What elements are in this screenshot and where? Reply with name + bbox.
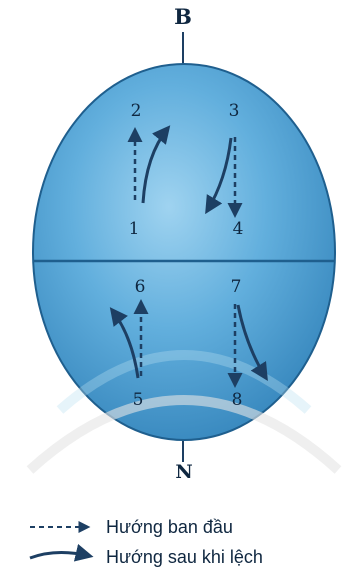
- pole-north-label: B: [174, 4, 192, 29]
- legend-initial-label: Hướng ban đầu: [106, 517, 233, 537]
- point-label-8: 8: [232, 390, 243, 410]
- legend-solid-arrow: [30, 552, 90, 558]
- pole-south-label: N: [175, 461, 192, 483]
- point-label-4: 4: [233, 219, 244, 239]
- point-label-7: 7: [231, 277, 242, 297]
- point-label-3: 3: [229, 101, 240, 121]
- point-label-2: 2: [131, 101, 142, 121]
- point-label-1: 1: [129, 219, 140, 239]
- legend-deflected-label: Hướng sau khi lệch: [106, 547, 263, 567]
- legend: Hướng ban đầu Hướng sau khi lệch: [30, 517, 263, 567]
- point-label-6: 6: [135, 277, 146, 297]
- earth-sphere: [33, 64, 335, 440]
- point-label-5: 5: [133, 390, 144, 410]
